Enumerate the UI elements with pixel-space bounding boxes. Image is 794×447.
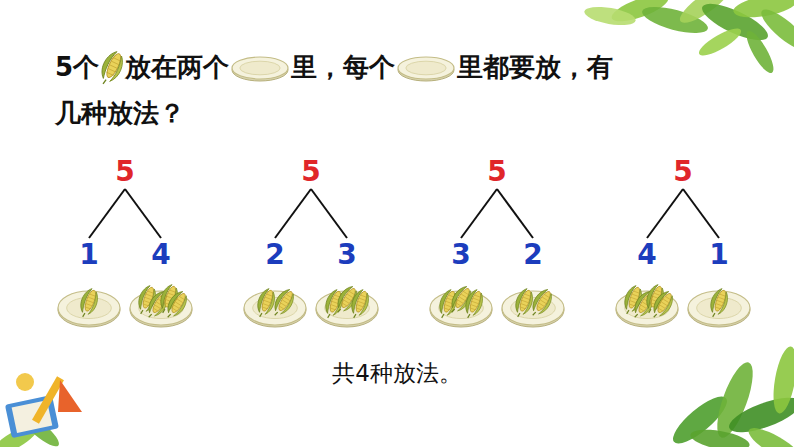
number-label: 5: [487, 156, 506, 188]
bond-line: [683, 189, 719, 238]
corn-icon: [99, 49, 125, 89]
bond-line: [275, 189, 311, 238]
bond-line: [647, 189, 683, 238]
corn-icon: [162, 288, 191, 321]
number-label: 1: [79, 239, 98, 271]
bond-line: [497, 189, 533, 238]
part-number: 2: [261, 239, 288, 271]
plates: [58, 283, 750, 327]
corn-icon: [461, 288, 486, 321]
part-number: 4: [147, 239, 174, 271]
plate-icon: [395, 54, 457, 84]
total-number: 5: [111, 156, 138, 188]
part-number: 1: [705, 239, 732, 271]
bond-line: [461, 189, 497, 238]
part-number: 2: [519, 239, 546, 271]
number-label: 1: [709, 239, 728, 271]
number-label: 2: [265, 239, 284, 271]
caption-text: 共4种放法。: [332, 360, 462, 386]
question: 5个放在两个 里，每个 里都要放，有几种放法？: [55, 44, 755, 136]
part-number: 3: [447, 239, 474, 271]
number-label: 3: [337, 239, 356, 271]
number-label: 2: [523, 239, 542, 271]
number-label: 5: [115, 156, 134, 188]
question-text: 里，每个: [291, 52, 395, 82]
corn-icon: [99, 49, 125, 88]
corn-icon: [347, 288, 372, 321]
corn-icon: [76, 287, 101, 320]
part-number: 3: [333, 239, 360, 271]
question-text: 放在两个: [125, 52, 229, 82]
question-text: 几种放法？: [55, 98, 185, 128]
bond-line: [125, 189, 161, 238]
corn-icon: [269, 286, 298, 319]
corn-icon: [706, 287, 731, 320]
total-number: 5: [483, 156, 510, 188]
math-icon: [5, 373, 82, 438]
corn-icon: [648, 288, 677, 321]
plate: [232, 57, 288, 81]
number-label: 3: [451, 239, 470, 271]
question-text: 里都要放，有: [457, 52, 613, 82]
question-text: 5个: [55, 52, 99, 82]
bond-line: [89, 189, 125, 238]
plate-icon: [229, 54, 291, 84]
bond-line: [311, 189, 347, 238]
total-number: 5: [669, 156, 696, 188]
corn-icon: [527, 286, 556, 319]
part-number: 1: [75, 239, 102, 271]
total-number: 5: [297, 156, 324, 188]
plate: [130, 291, 192, 327]
corn-icon: [253, 287, 278, 320]
number-label: 5: [673, 156, 692, 188]
corn-icon: [511, 287, 536, 320]
number-label: 5: [301, 156, 320, 188]
number-label: 4: [151, 239, 170, 271]
part-number: 4: [633, 239, 660, 271]
caption: 共4种放法。: [0, 358, 794, 389]
plate: [616, 291, 678, 327]
number-label: 4: [637, 239, 656, 271]
plate: [398, 57, 454, 81]
